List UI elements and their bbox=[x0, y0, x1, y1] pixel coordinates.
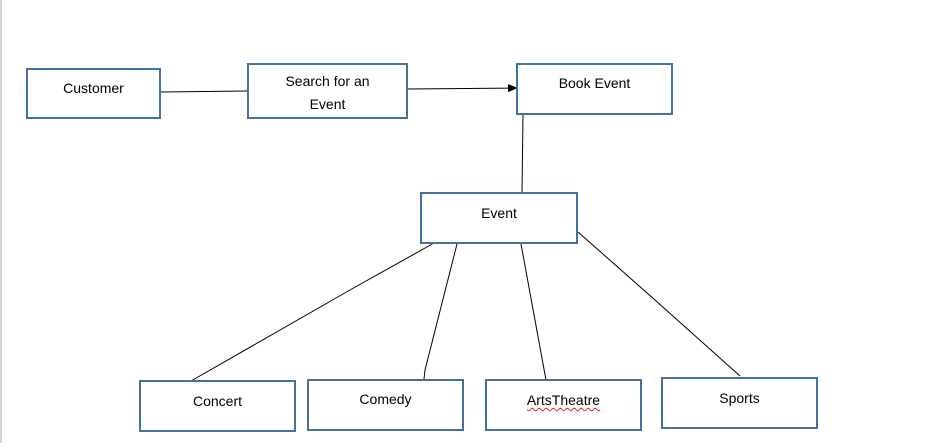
concert-label: Concert bbox=[192, 393, 243, 409]
arrow-search-book bbox=[407, 84, 518, 93]
search-event-label: Search for an Event bbox=[285, 73, 370, 112]
connector-event-artstheatre bbox=[520, 243, 547, 381]
concert-box: Concert bbox=[139, 380, 296, 432]
book-event-label: Book Event bbox=[558, 75, 631, 91]
artstheatre-label: ArtsTheatre bbox=[526, 392, 601, 408]
connector-event-comedy bbox=[423, 243, 458, 380]
comedy-box: Comedy bbox=[307, 379, 464, 431]
connector-event-sports bbox=[577, 231, 741, 377]
book-event-box: Book Event bbox=[516, 63, 673, 115]
connector-customer-search bbox=[160, 90, 249, 93]
search-event-box: Search for an Event bbox=[247, 63, 408, 119]
comedy-label: Comedy bbox=[359, 391, 412, 407]
customer-box: Customer bbox=[26, 68, 161, 119]
document-left-edge bbox=[0, 0, 2, 443]
customer-label: Customer bbox=[63, 80, 124, 96]
event-box: Event bbox=[420, 192, 578, 244]
artstheatre-box: ArtsTheatre bbox=[485, 379, 642, 431]
connector-event-concert bbox=[190, 242, 435, 382]
sports-box: Sports bbox=[661, 377, 818, 429]
sports-label: Sports bbox=[719, 390, 760, 406]
connector-book-event bbox=[521, 114, 524, 193]
event-label: Event bbox=[481, 205, 517, 221]
